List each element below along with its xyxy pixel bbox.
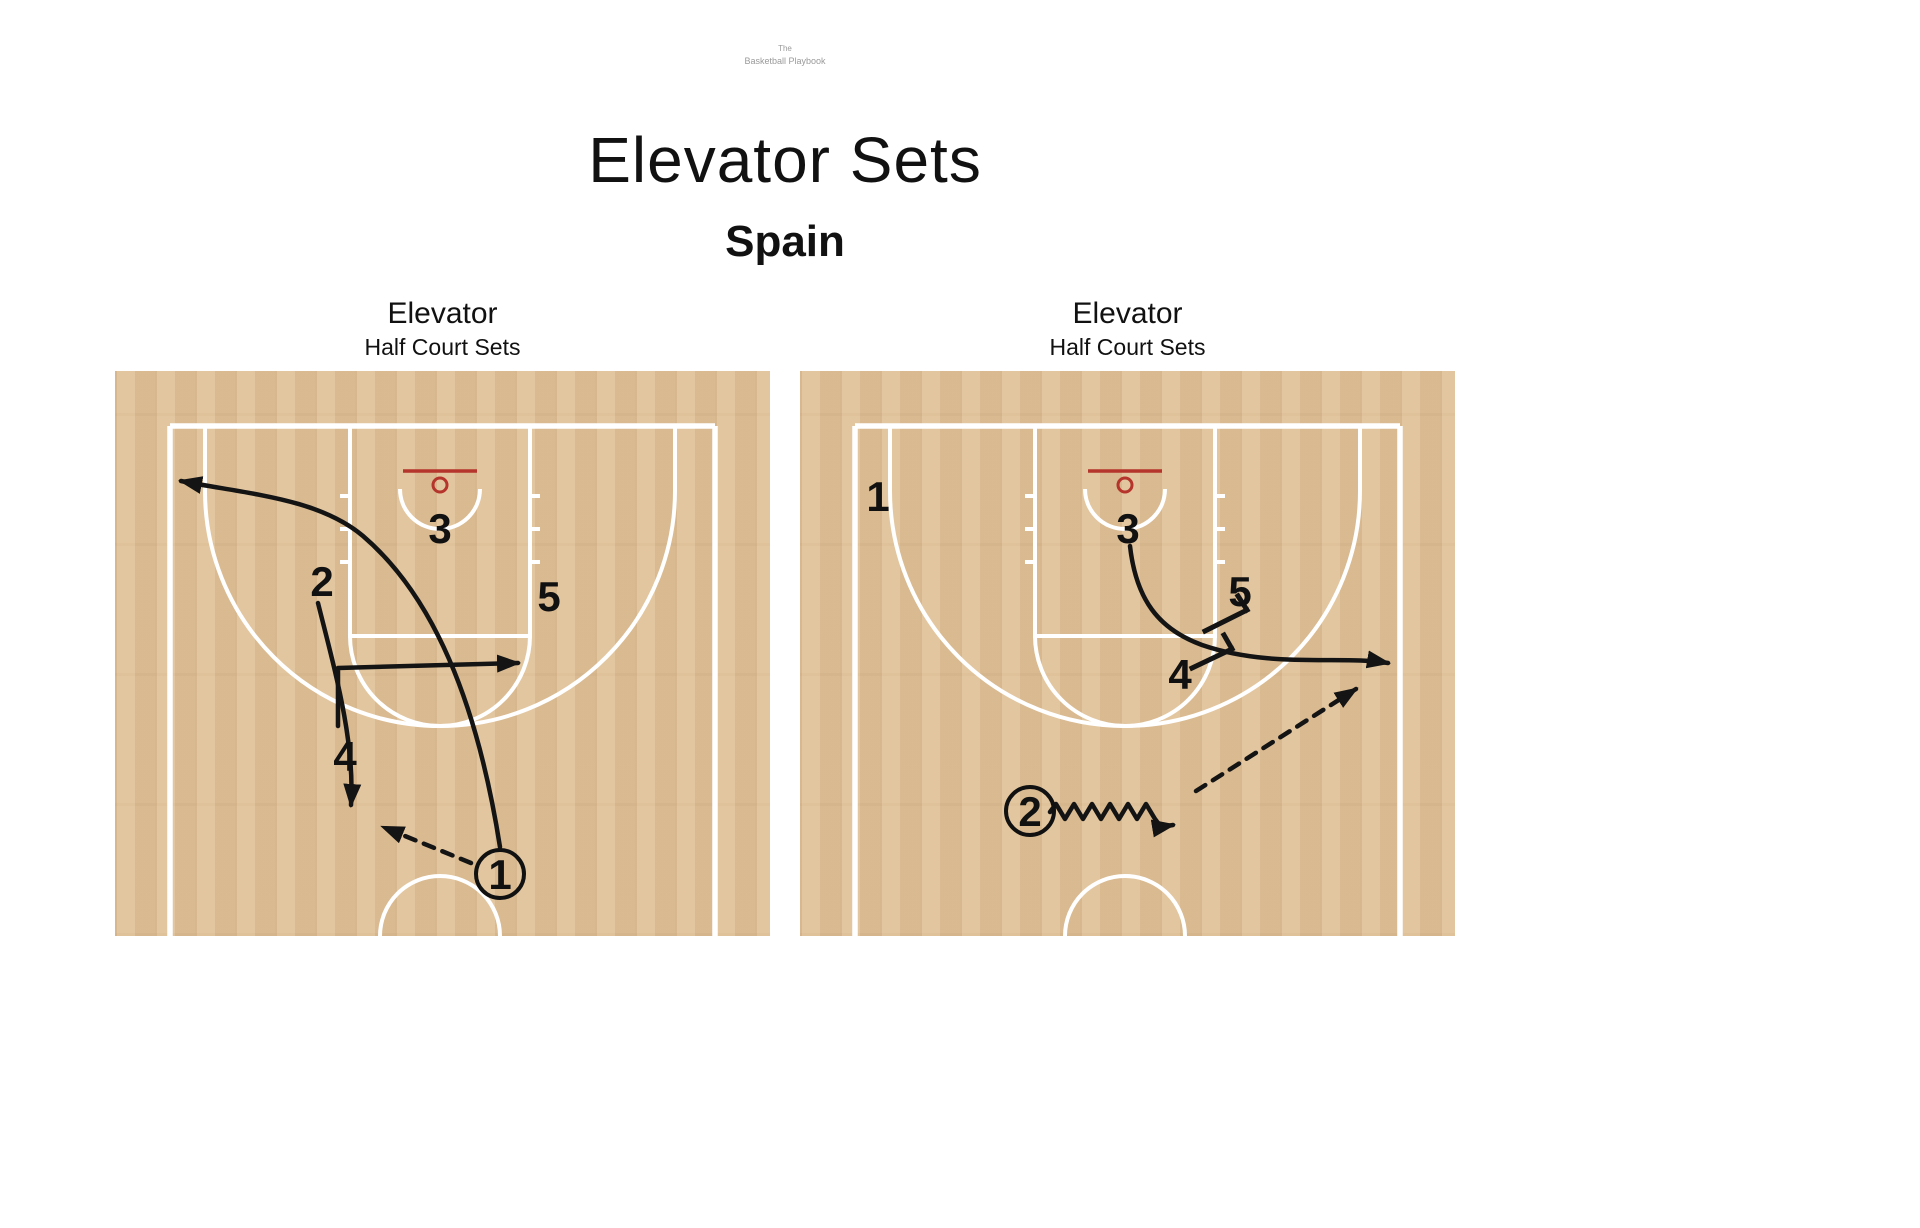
brand-line-2: Basketball Playbook — [744, 55, 826, 66]
player-1: 1 — [866, 473, 889, 520]
player-5: 5 — [537, 573, 560, 620]
player-3: 3 — [1116, 505, 1139, 552]
brand-logo: The Basketball Playbook — [115, 0, 1455, 67]
basket — [1088, 469, 1162, 494]
diagram-left-title: Elevator — [387, 296, 498, 330]
cut-flare-right-arrow — [335, 654, 521, 729]
court-lines — [852, 423, 1403, 936]
diagram-right-subtitle: Half Court Sets — [1049, 333, 1206, 360]
basket — [403, 469, 477, 494]
pass-2-to-wing-arrow — [1193, 686, 1359, 794]
court-lines — [167, 423, 718, 936]
halfcourt-diagram-left: 3 2 5 4 1 — [115, 370, 770, 936]
diagram-right-title: Elevator — [1072, 296, 1183, 330]
diagram-right: Elevator Half Court Sets — [800, 297, 1455, 936]
page-content: The Basketball Playbook Elevator Sets Sp… — [115, 0, 1455, 936]
halfcourt-diagram-right: 1 3 54 2 — [800, 370, 1455, 936]
player-4: 4 — [1168, 651, 1192, 698]
dribble-2-arrow — [1047, 801, 1176, 838]
play-overlay: 3 2 5 4 1 — [178, 476, 561, 900]
diagram-right-caption: Elevator Half Court Sets — [800, 297, 1455, 361]
player-2: 2 — [1018, 788, 1041, 835]
player-1: 1 — [488, 851, 511, 898]
pass-1-to-2-arrow — [380, 824, 474, 866]
cut-1-to-corner-arrow — [178, 476, 503, 850]
page-subtitle: Spain — [725, 216, 845, 266]
diagram-left-subtitle: Half Court Sets — [364, 333, 521, 360]
ball-handler-circle-2 — [1004, 784, 1056, 837]
player-4: 4 — [333, 733, 357, 780]
diagram-left: Elevator Half Court Sets — [115, 297, 770, 936]
player-2: 2 — [310, 558, 333, 605]
screen-4-arrow — [1188, 631, 1236, 672]
player-3: 3 — [428, 505, 451, 552]
brand-line-1: The — [778, 44, 792, 53]
cut-3-elevator-arrow — [1127, 543, 1391, 669]
rim-icon — [1116, 476, 1134, 494]
ball-handler-circle-1 — [474, 847, 526, 900]
rim-icon — [431, 476, 449, 494]
player-5: 5 — [1228, 568, 1251, 615]
screen-5-arrow — [1201, 592, 1251, 635]
diagrams-row: Elevator Half Court Sets — [115, 297, 1455, 936]
cut-2-down-arrow — [315, 600, 362, 808]
play-overlay: 1 3 54 2 — [866, 473, 1391, 838]
page-title: Elevator Sets — [588, 123, 982, 196]
diagram-left-caption: Elevator Half Court Sets — [115, 297, 770, 361]
page-header: The Basketball Playbook Elevator Sets Sp… — [115, 0, 1455, 267]
